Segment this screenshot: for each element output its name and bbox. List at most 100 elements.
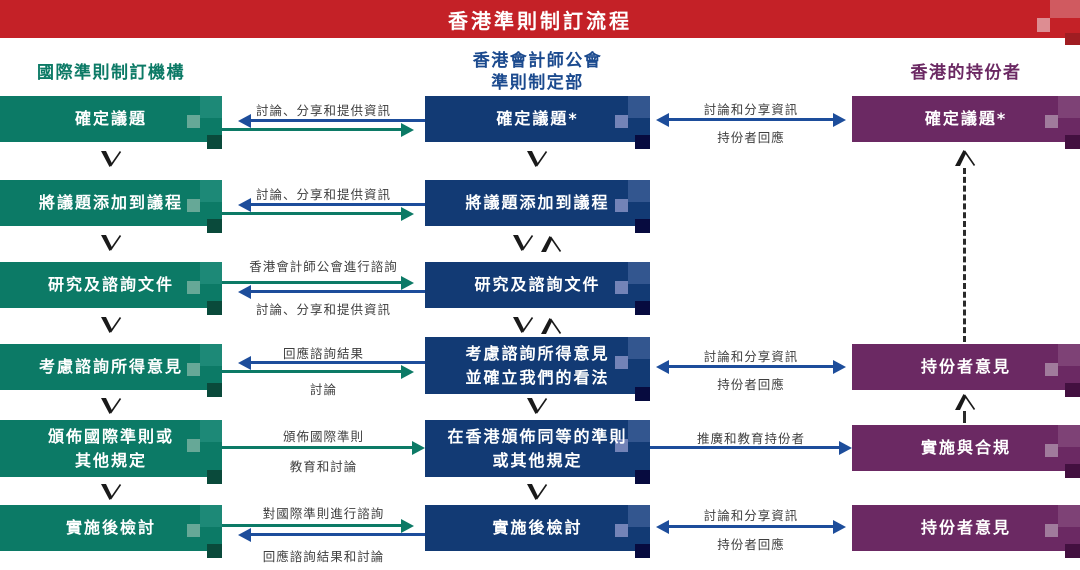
box-label: 實施後檢討 [492,518,583,538]
box-label: 在香港頒佈同等的準則 或其他規定 [447,427,628,470]
deco-square [615,115,628,128]
arrow-right-green [222,524,402,527]
deco-square [635,135,650,149]
deco-square [635,301,650,315]
box-hk-research-consult: 研究及諮詢文件 [425,262,650,315]
link-label: 持份者回應 [717,537,785,552]
deco-square [207,301,222,315]
deco-square [200,344,222,366]
deco-square [187,524,200,537]
link-label: 頒佈國際準則 [282,429,364,444]
deco-square [628,337,650,359]
box-label: 考慮諮詢所得意見 並確立我們的看法 [465,344,610,387]
deco-square [615,199,628,212]
deco-square [615,439,628,452]
box-label: 確定議題* [924,109,1008,129]
box-label: 將議題添加到議程 [38,193,183,213]
box-label: 實施後檢討 [65,518,156,538]
box-intl-identify-issue: 確定議題 [0,96,222,149]
deco-square [187,363,200,376]
deco-square [615,356,628,369]
deco-square [207,470,222,484]
arrow-right-green [222,446,413,449]
arrow-left-blue [250,361,425,364]
dotted-feedback-line-short [963,411,966,423]
arrow-double-blue [668,118,834,121]
deco-square [628,180,650,202]
box-label: 研究及諮詢文件 [474,275,601,295]
deco-square [187,115,200,128]
up-chevron-icon [541,318,562,334]
down-chevron-icon [527,151,548,167]
link-label: 回應諮詢結果和討論 [262,549,385,564]
deco-square [635,470,650,484]
arrow-right-green [222,281,402,284]
box-label: 考慮諮詢所得意見 [38,357,183,377]
deco-square [1045,524,1058,537]
down-chevron-icon [513,317,534,333]
link-label: 對國際準則進行諮詢 [262,506,385,521]
arrow-left-blue [250,290,425,293]
down-chevron-icon [101,151,122,167]
down-chevron-icon [513,235,534,251]
deco-square [207,219,222,233]
deco-square [628,505,650,527]
box-stakeholder-views-1: 持份者意見 [852,344,1080,397]
deco-square [1045,115,1058,128]
column-header-stakeholders: 香港的持份者 [910,63,1022,83]
down-chevron-icon [101,235,122,251]
title-bar: 香港準則制訂流程 [0,0,1080,45]
link-label: 討論和分享資訊 [703,349,799,364]
arrow-left-blue [250,203,425,206]
link-label: 香港會計師公會進行諮詢 [249,259,398,274]
down-chevron-icon [527,484,548,500]
box-intl-research-consult: 研究及諮詢文件 [0,262,222,315]
deco-square [187,281,200,294]
link-label: 討論、分享和提供資訊 [255,103,391,118]
deco-square [200,420,222,442]
box-label: 確定議題* [496,109,579,129]
deco-square [200,180,222,202]
deco-square [207,383,222,397]
down-chevron-icon [101,484,122,500]
down-chevron-icon [101,398,122,414]
link-label: 討論 [309,382,337,397]
column-header-international: 國際準則制訂機構 [37,63,185,83]
deco-square [635,387,650,401]
arrow-double-blue [668,365,834,368]
title-deco-square-light [1050,0,1080,18]
box-hk-add-to-agenda: 將議題添加到議程 [425,180,650,233]
arrow-left-blue [250,119,425,122]
deco-square [1065,544,1080,558]
up-chevron-icon [541,236,562,252]
deco-square [1045,444,1058,457]
deco-square [635,219,650,233]
arrow-right-green [222,128,402,131]
deco-square [187,439,200,452]
deco-square [628,262,650,284]
box-label: 持份者意見 [920,357,1011,377]
box-hk-identify-issue: 確定議題* [425,96,650,149]
deco-square [628,420,650,442]
box-intl-issue-standard: 頒佈國際準則或 其他規定 [0,420,222,484]
arrow-double-blue [668,525,834,528]
box-stakeholder-identify-issue: 確定議題* [852,96,1080,149]
box-hk-consider-feedback: 考慮諮詢所得意見 並確立我們的看法 [425,337,650,401]
title-deco-square-dark [1065,33,1080,45]
up-chevron-icon [955,150,976,166]
box-label: 持份者意見 [920,518,1011,538]
box-label: 頒佈國際準則或 其他規定 [47,427,174,470]
arrow-right-blue [650,446,840,449]
deco-square [200,505,222,527]
down-chevron-icon [101,317,122,333]
box-label: 研究及諮詢文件 [47,275,174,295]
arrow-right-green [222,212,402,215]
deco-square [1065,135,1080,149]
deco-square [200,96,222,118]
link-label: 推廣和教育持份者 [696,431,805,446]
deco-square [1065,383,1080,397]
box-intl-consider-feedback: 考慮諮詢所得意見 [0,344,222,397]
title-deco-square-pale [1037,18,1050,32]
link-label: 討論、分享和提供資訊 [255,302,391,317]
